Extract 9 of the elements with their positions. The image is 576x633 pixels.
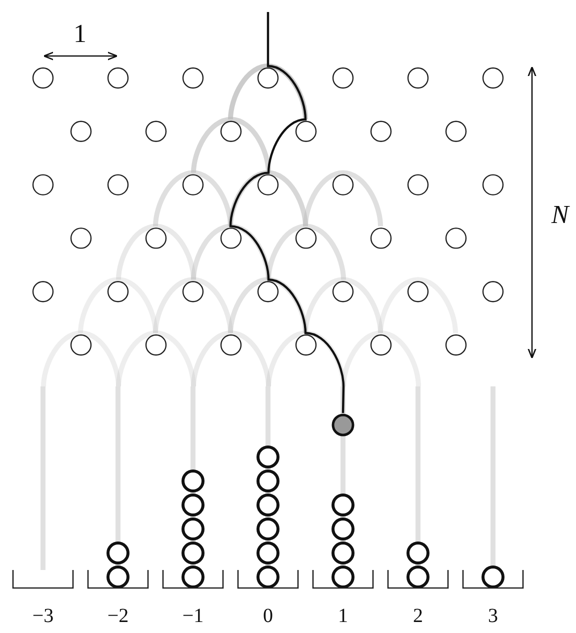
bin-label: 3 [488, 606, 498, 626]
dimension-label: 1 [74, 21, 86, 47]
variable-label: N [551, 202, 569, 228]
bin-label: 2 [413, 606, 423, 626]
bin-label: 0 [263, 606, 273, 626]
bin-label: −3 [32, 606, 54, 626]
bin-label: −1 [182, 606, 204, 626]
bin-label: −2 [107, 606, 129, 626]
bin-label: 1 [338, 606, 348, 626]
